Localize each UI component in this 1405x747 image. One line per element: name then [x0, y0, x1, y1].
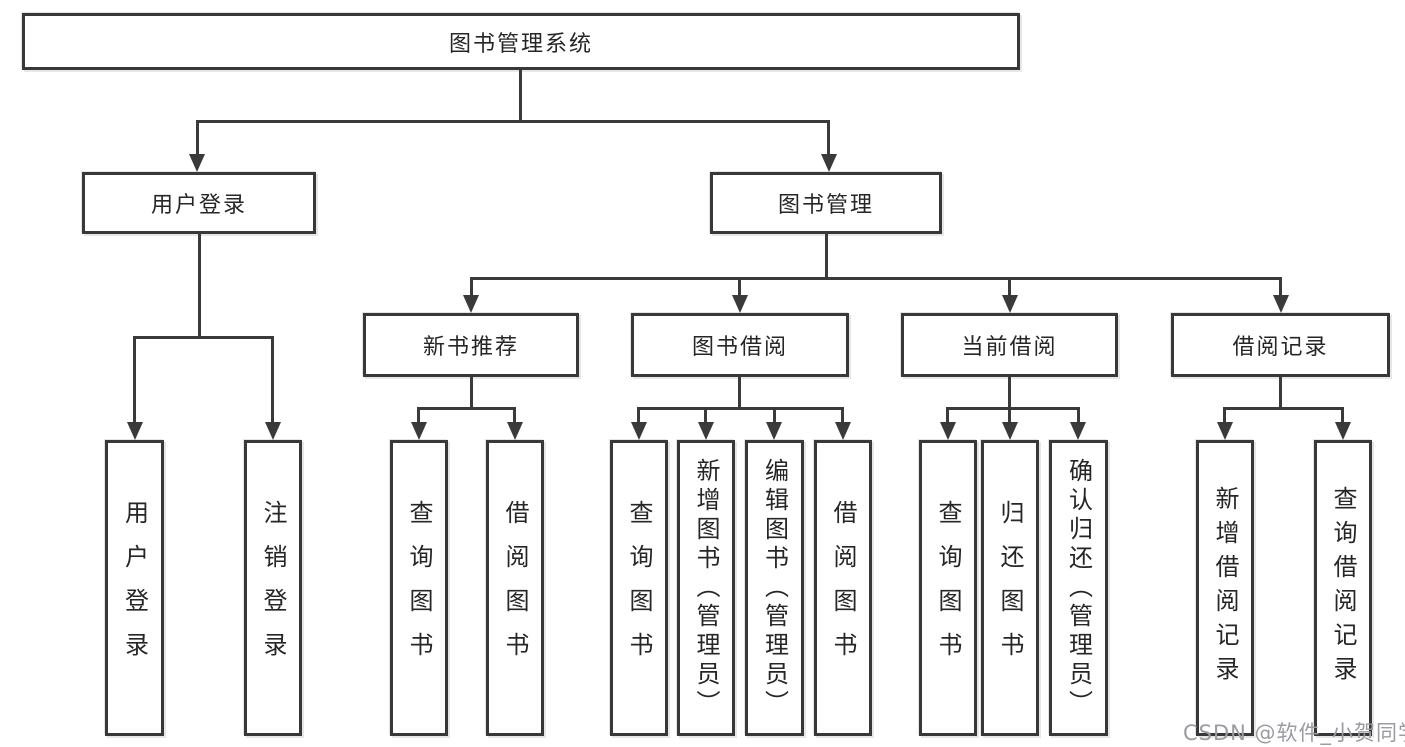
- arrow-down-icon: [1070, 422, 1086, 440]
- node-borrow-records: 借阅记录: [1171, 313, 1390, 377]
- connector-records-stem: [1279, 377, 1282, 410]
- connector-recommendation-rail: [417, 407, 516, 410]
- connector-book-management-stem: [825, 234, 828, 280]
- leaf-query-books-borrowing: 查询图书: [610, 440, 668, 736]
- connector-drop-leaf: [133, 336, 136, 424]
- node-label: 借阅图书: [501, 500, 529, 676]
- arrow-down-icon: [189, 154, 205, 172]
- node-label: 新书推荐: [422, 335, 519, 360]
- arrow-down-icon: [463, 295, 479, 313]
- node-label: 归还图书: [996, 500, 1024, 676]
- connector-drop-leaf: [513, 407, 516, 424]
- leaf-query-borrow-record: 查询借阅记录: [1314, 440, 1372, 736]
- node-label: 当前借阅: [961, 335, 1058, 360]
- arrow-down-icon: [821, 154, 837, 172]
- arrow-down-icon: [1217, 422, 1233, 440]
- connector-drop-leaf: [1077, 407, 1080, 424]
- csdn-watermark: CSDN @软件_小贺同学: [1183, 721, 1405, 745]
- node-library-management-system: 图书管理系统: [22, 13, 1020, 70]
- arrow-down-icon: [698, 422, 714, 440]
- connector-drop-leaf: [417, 407, 420, 424]
- connector-drop-book-management: [827, 120, 830, 158]
- arrow-down-icon: [835, 422, 851, 440]
- connector-drop-module: [470, 277, 473, 297]
- leaf-confirm-return-admin: 确认归还（管理员）: [1049, 440, 1108, 736]
- node-label: 图书借阅: [691, 335, 788, 360]
- arrow-down-icon: [1002, 295, 1018, 313]
- connector-level3-rail: [470, 277, 1282, 280]
- connector-user-login-stem: [198, 234, 201, 339]
- node-label: 编辑图书（管理员）: [760, 457, 789, 719]
- leaf-logout: 注销登录: [244, 440, 302, 736]
- connector-borrowing-rail: [637, 407, 844, 410]
- node-label: 查询图书: [934, 500, 962, 676]
- connector-drop-leaf: [637, 407, 640, 424]
- leaf-borrow-books-borrowing: 借阅图书: [814, 440, 872, 736]
- connector-drop-user-login: [196, 120, 199, 158]
- leaf-query-books-current: 查询图书: [919, 440, 977, 736]
- leaf-edit-books-admin: 编辑图书（管理员）: [745, 440, 804, 736]
- leaf-add-books-admin: 新增图书（管理员）: [677, 440, 735, 736]
- connector-drop-module: [1279, 277, 1282, 297]
- connector-drop-module: [738, 277, 741, 297]
- node-label: 图书管理系统: [448, 31, 593, 57]
- node-current-borrowing: 当前借阅: [901, 313, 1118, 377]
- node-new-book-recommendation: 新书推荐: [363, 313, 579, 377]
- node-label: 用户登录: [150, 193, 247, 218]
- node-label: 新增图书（管理员）: [692, 457, 720, 719]
- node-book-borrowing: 图书借阅: [631, 313, 849, 377]
- arrow-down-icon: [411, 422, 427, 440]
- node-label: 借阅图书: [829, 500, 857, 676]
- connector-current-rail: [946, 407, 1080, 410]
- leaf-query-books-recommendation: 查询图书: [390, 440, 448, 736]
- connector-drop-module: [1008, 277, 1011, 297]
- connector-drop-leaf: [271, 336, 274, 424]
- leaf-add-borrow-record: 新增借阅记录: [1196, 440, 1254, 736]
- connector-records-rail: [1223, 407, 1344, 410]
- arrow-down-icon: [265, 422, 281, 440]
- node-label: 查询图书: [625, 500, 653, 676]
- connector-user-login-rail: [133, 336, 274, 339]
- connector-root-stem: [519, 70, 522, 121]
- node-label: 查询借阅记录: [1329, 486, 1357, 690]
- node-label: 用户登录: [120, 500, 149, 676]
- connector-drop-leaf: [1008, 407, 1011, 424]
- arrow-down-icon: [631, 422, 647, 440]
- node-book-management: 图书管理: [710, 172, 942, 234]
- connector-drop-leaf: [704, 407, 707, 424]
- connector-recommendation-stem: [470, 377, 473, 410]
- arrow-down-icon: [940, 422, 956, 440]
- connector-drop-leaf: [773, 407, 776, 424]
- arrow-down-icon: [1273, 295, 1289, 313]
- connector-level2-rail: [196, 120, 830, 123]
- node-label: 注销登录: [259, 500, 287, 676]
- arrow-down-icon: [1335, 422, 1351, 440]
- node-label: 查询图书: [405, 500, 433, 676]
- connector-drop-leaf: [841, 407, 844, 424]
- arrow-down-icon: [732, 295, 748, 313]
- leaf-return-books: 归还图书: [981, 440, 1039, 736]
- connector-borrowing-stem: [738, 377, 741, 410]
- connector-drop-leaf: [1223, 407, 1226, 424]
- arrow-down-icon: [766, 422, 782, 440]
- connector-drop-leaf: [1341, 407, 1344, 424]
- arrow-down-icon: [507, 422, 523, 440]
- node-label: 借阅记录: [1232, 335, 1329, 360]
- connector-drop-leaf: [946, 407, 949, 424]
- node-user-login: 用户登录: [82, 172, 316, 234]
- node-label: 新增借阅记录: [1211, 486, 1239, 690]
- arrow-down-icon: [127, 422, 143, 440]
- leaf-user-login: 用户登录: [105, 440, 164, 736]
- node-label: 确认归还（管理员）: [1064, 457, 1093, 719]
- node-label: 图书管理: [777, 193, 874, 218]
- leaf-borrow-books-recommendation: 借阅图书: [486, 440, 544, 736]
- arrow-down-icon: [1002, 422, 1018, 440]
- connector-current-stem: [1008, 377, 1011, 410]
